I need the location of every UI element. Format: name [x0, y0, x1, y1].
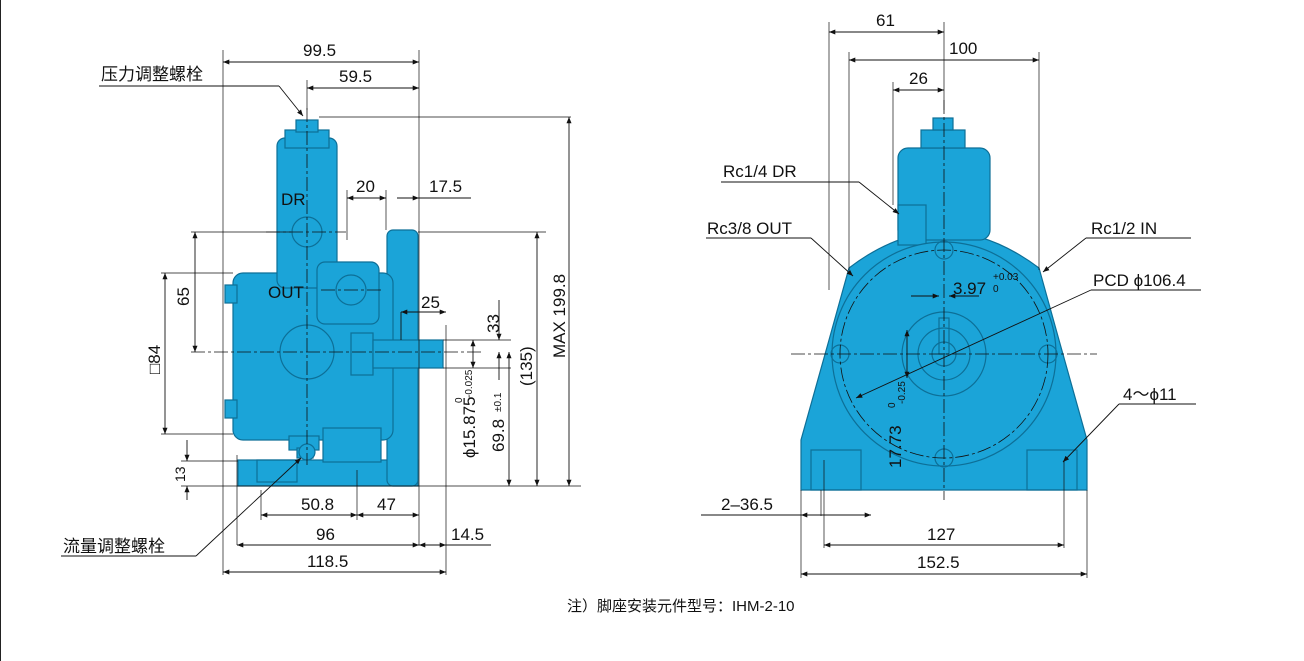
dim-50-8: 50.8: [301, 495, 334, 514]
rc38-out-label: Rc3/8 OUT: [707, 219, 792, 238]
left-centerlines: [191, 108, 481, 465]
dim-26: 26: [909, 69, 928, 88]
dim-33: 33: [484, 314, 503, 333]
dim-17-73-tol-lower: -0.25: [897, 381, 908, 404]
dim-17-5: 17.5: [429, 177, 462, 196]
dim-69-8-tol: ±0.1: [493, 392, 504, 412]
pressure-bolt-label: 压力调整螺栓: [101, 65, 203, 84]
right-centerlines: [791, 100, 1097, 500]
dim-152-5: 152.5: [917, 553, 960, 572]
left-leaders: [61, 85, 304, 557]
dim-3-97-tol-lower: 0: [993, 284, 999, 295]
dim-shaft-diameter: ϕ15.875: [460, 396, 479, 458]
dim-25: 25: [421, 293, 440, 312]
dim-3-97-tol-upper: +0.03: [993, 272, 1019, 283]
left-view: 压力调整螺栓 流量调整螺栓 DR OUT 99.5 59.5 20 17.5 2…: [61, 41, 581, 575]
left-dimension-lines: [162, 59, 572, 575]
dim-3-97: 3.97: [953, 279, 986, 298]
dim-61: 61: [876, 11, 895, 30]
dim-14-5: 14.5: [451, 525, 484, 544]
dim-118-5: 118.5: [307, 552, 348, 571]
right-leaders: [701, 181, 1201, 516]
dim-17-73-tol-upper: 0: [887, 402, 898, 408]
dim-99-5: 99.5: [303, 41, 336, 60]
dim-69-8: 69.8: [489, 419, 508, 452]
rc12-in-label: Rc1/2 IN: [1091, 219, 1157, 238]
dim-shaft-tol-upper: 0: [454, 397, 465, 403]
left-labels: 压力调整螺栓 流量调整螺栓 DR OUT 99.5 59.5 20 17.5 2…: [63, 41, 569, 571]
right-extension-lines: [800, 22, 1088, 578]
dim-135: (135): [517, 346, 536, 386]
right-view: 61 100 26 Rc1/4 DR Rc3/8 OUT Rc1/2 IN PC…: [701, 11, 1201, 578]
dim-59-5: 59.5: [339, 67, 372, 86]
right-labels: 61 100 26 Rc1/4 DR Rc3/8 OUT Rc1/2 IN PC…: [707, 11, 1186, 572]
port-out-label: OUT: [268, 283, 304, 302]
dim-65: 65: [174, 287, 193, 306]
port-dr-label: DR: [281, 190, 306, 209]
dim-17-73: 17.73: [886, 425, 905, 468]
left-pump-body: [224, 119, 444, 487]
footnote: 注）脚座安装元件型号：IHM-2-10: [567, 598, 795, 615]
dim-96: 96: [316, 525, 335, 544]
dim-2-36-5: 2–36.5: [721, 495, 773, 514]
rc14-dr-label: Rc1/4 DR: [723, 162, 797, 181]
flow-bolt-label: 流量调整螺栓: [63, 537, 165, 556]
dim-13: 13: [172, 466, 188, 482]
dim-47: 47: [377, 495, 396, 514]
right-dimension-lines: [801, 29, 1087, 577]
dim-127: 127: [927, 525, 955, 544]
dim-84: □84: [145, 345, 164, 374]
dim-shaft-tol-lower: -0.025: [464, 369, 475, 398]
dim-20: 20: [356, 177, 375, 196]
dim-100: 100: [949, 39, 977, 58]
dim-max-199-8: MAX 199.8: [550, 274, 569, 358]
holes-label: 4～ϕ11: [1123, 385, 1177, 404]
pcd-label: PCD ϕ106.4: [1093, 271, 1186, 290]
